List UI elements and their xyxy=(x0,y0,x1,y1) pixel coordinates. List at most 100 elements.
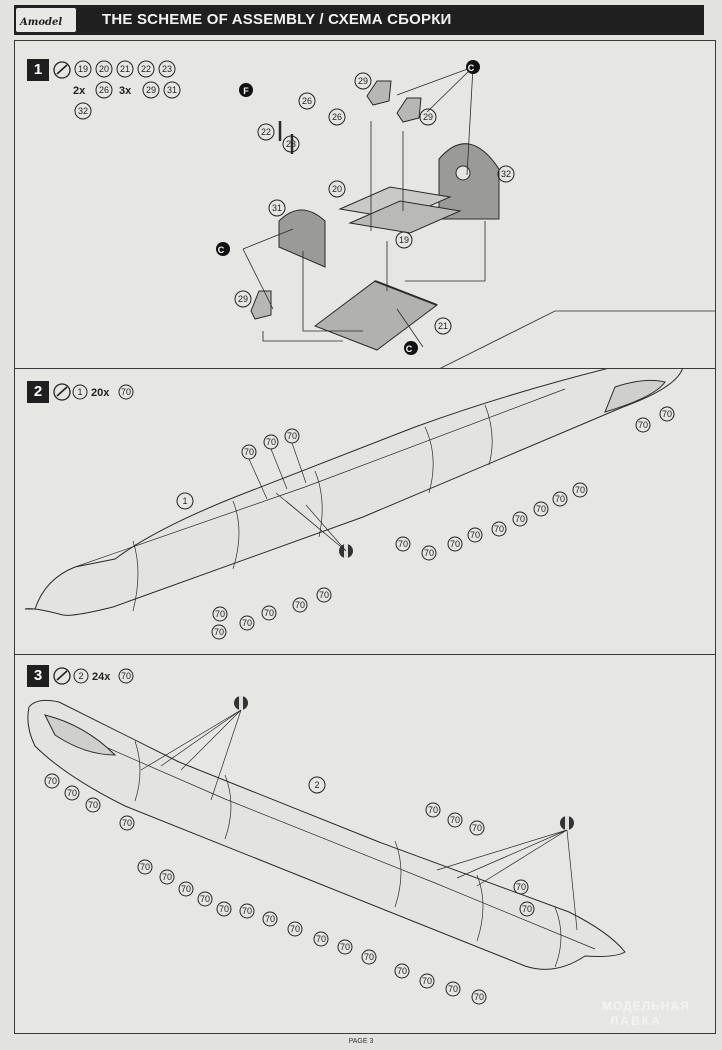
step-3-panel: 3 2 24x 70 2 70 70 70 70 7 xyxy=(14,654,716,1034)
callout: 70 xyxy=(215,609,225,619)
callout: 70 xyxy=(638,420,648,430)
callout: 70 xyxy=(422,976,432,986)
callout: 70 xyxy=(448,984,458,994)
callout: 70 xyxy=(88,800,98,810)
part-number: 29 xyxy=(146,85,156,95)
callout: 70 xyxy=(662,409,672,419)
page-title: THE SCHEME OF ASSEMBLY / СХЕМА СБОРКИ xyxy=(102,11,452,28)
callout: 23 xyxy=(286,139,296,149)
watermark: МОДЕЛЬНАЯ ЛАВКА xyxy=(562,995,712,1035)
callout: 26 xyxy=(302,96,312,106)
part-number: 21 xyxy=(120,64,130,74)
callout: 70 xyxy=(319,590,329,600)
part-number: 70 xyxy=(121,387,131,397)
callout: 70 xyxy=(575,485,585,495)
step-2-number: 2 xyxy=(27,381,49,403)
step-1-parts-list: 19 20 21 22 23 2x 26 3x 29 31 32 xyxy=(73,60,181,120)
callout: 70 xyxy=(340,942,350,952)
callout: 26 xyxy=(332,112,342,122)
quantity-label: 24x xyxy=(92,671,111,683)
mark-c: C xyxy=(468,63,475,73)
leader-lines xyxy=(140,709,578,931)
callout: 21 xyxy=(438,321,448,331)
callout: 29 xyxy=(423,112,433,122)
page-header: Amodel THE SCHEME OF ASSEMBLY / СХЕМА СБ… xyxy=(14,5,704,35)
step-2-callouts: 70 70 70 70 70 70 70 70 70 70 70 70 70 7… xyxy=(211,406,675,640)
leader-lines xyxy=(248,442,347,552)
part-number: 32 xyxy=(78,106,88,116)
callout: 70 xyxy=(266,437,276,447)
callout: 32 xyxy=(501,169,511,179)
watermark-line-1: МОДЕЛЬНАЯ xyxy=(602,999,690,1013)
part-number: 2 xyxy=(78,671,83,681)
glue-marks: F C C C xyxy=(216,60,480,355)
part-number: 70 xyxy=(121,671,131,681)
step-1-callouts: 29 29 26 26 22 23 20 19 31 32 29 21 xyxy=(234,72,515,335)
part-number: 20 xyxy=(99,64,109,74)
callout: 70 xyxy=(244,447,254,457)
callout: 29 xyxy=(358,76,368,86)
step-3-callouts: 70 70 70 70 70 70 70 70 70 70 70 70 70 7… xyxy=(44,773,535,1005)
quantity-label: 3x xyxy=(119,85,132,97)
step-3-number: 3 xyxy=(27,665,49,687)
callout: 70 xyxy=(364,952,374,962)
callout: 70 xyxy=(515,514,525,524)
callout: 19 xyxy=(399,235,409,245)
callout: 31 xyxy=(272,203,282,213)
callout: 70 xyxy=(242,906,252,916)
mark-f: F xyxy=(243,86,249,96)
page-number: PAGE 3 xyxy=(348,1038,374,1045)
step-2-diagram: 1 20x 70 1 70 70 70 70 70 70 70 70 70 xyxy=(24,369,683,640)
quantity-label: 2x xyxy=(73,85,86,97)
callout: 70 xyxy=(200,894,210,904)
drill-icon xyxy=(560,816,574,830)
part-number: 19 xyxy=(78,64,88,74)
part-number: 22 xyxy=(141,64,151,74)
callout: 70 xyxy=(162,872,172,882)
step-3-diagram: 2 24x 70 2 70 70 70 70 70 70 70 70 70 xyxy=(27,667,626,1005)
detail-frame-line xyxy=(434,310,715,371)
fuselage-part-label: 1 xyxy=(182,496,187,506)
callout: 70 xyxy=(428,805,438,815)
part-number: 26 xyxy=(99,85,109,95)
part-number: 23 xyxy=(162,64,172,74)
callout: 70 xyxy=(47,776,57,786)
drill-icon xyxy=(234,696,248,710)
callout: 70 xyxy=(472,823,482,833)
callout: 70 xyxy=(450,815,460,825)
callout: 70 xyxy=(295,600,305,610)
fuselage-half-left xyxy=(24,369,683,616)
fuselage-part-label: 2 xyxy=(314,780,319,790)
callout: 70 xyxy=(494,524,504,534)
callout: 70 xyxy=(140,862,150,872)
callout: 70 xyxy=(522,904,532,914)
callout: 70 xyxy=(397,966,407,976)
callout: 70 xyxy=(316,934,326,944)
callout: 70 xyxy=(67,788,77,798)
glue-icon xyxy=(53,61,71,79)
step-1-diagram: 19 20 21 22 23 2x 26 3x 29 31 32 xyxy=(53,60,715,371)
part-number: 31 xyxy=(167,85,177,95)
callout: 22 xyxy=(261,127,271,137)
callout: 70 xyxy=(122,818,132,828)
step-1-panel: 1 19 20 21 22 23 2x 26 3x 29 31 32 xyxy=(14,40,716,372)
fuselage-half-right xyxy=(27,699,626,970)
callout: 70 xyxy=(470,530,480,540)
callout: 70 xyxy=(516,882,526,892)
callout: 70 xyxy=(265,914,275,924)
callout: 70 xyxy=(536,504,546,514)
callout: 20 xyxy=(332,184,342,194)
watermark-line-2: ЛАВКА xyxy=(610,1014,662,1028)
callout: 70 xyxy=(219,904,229,914)
callout: 70 xyxy=(242,618,252,628)
mark-c: C xyxy=(406,344,413,354)
callout: 70 xyxy=(214,627,224,637)
glue-icon xyxy=(53,667,71,685)
exploded-cockpit-assembly xyxy=(242,66,500,351)
quantity-label: 20x xyxy=(91,387,110,399)
mark-c: C xyxy=(218,245,225,255)
step-2-panel: 2 1 20x 70 1 70 70 70 70 7 xyxy=(14,368,716,656)
callout: 70 xyxy=(287,431,297,441)
callout: 70 xyxy=(424,548,434,558)
